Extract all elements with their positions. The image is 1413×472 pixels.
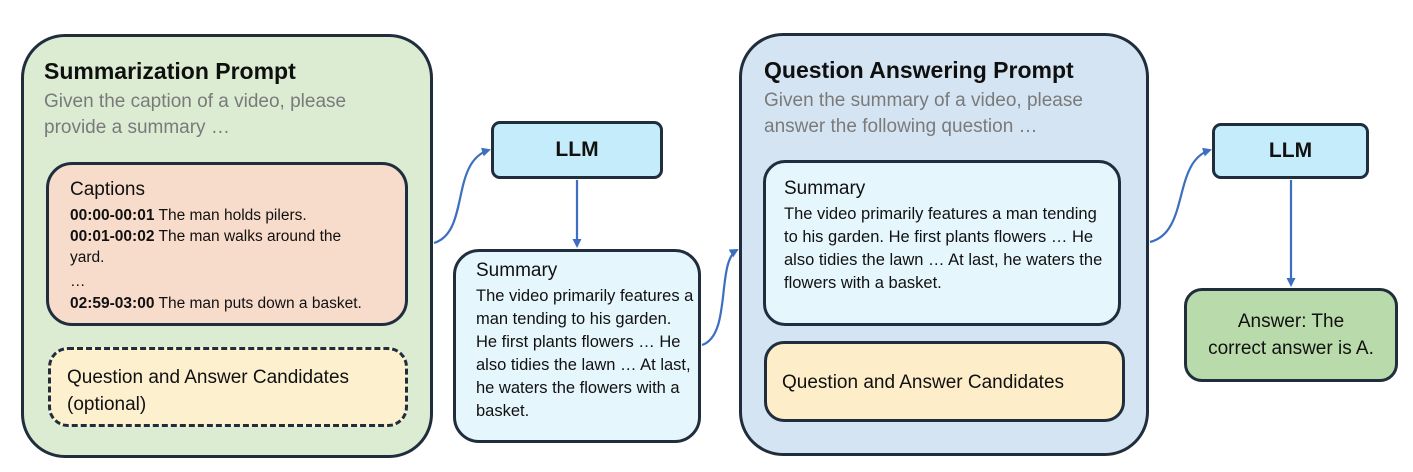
- qa-candidates-optional-box: Question and Answer Candidates (optional…: [48, 347, 408, 427]
- caption-text: The man puts down a basket.: [154, 295, 362, 312]
- qa-prompt-subtitle: Given the summary of a video, please ans…: [764, 90, 1083, 137]
- llm-box-1: LLM: [491, 121, 663, 179]
- caption-line: 00:00-00:01 The man holds pilers.: [70, 205, 370, 226]
- qa-candidates-optional-label: Question and Answer Candidates (optional…: [67, 367, 350, 415]
- captions-box: Captions 00:00-00:01 The man holds piler…: [46, 162, 408, 326]
- caption-ellipsis: …: [70, 271, 370, 292]
- caption-line: 02:59-03:00 The man puts down a basket.: [70, 293, 400, 314]
- qa-summary-box: Summary The video primarily features a m…: [763, 160, 1121, 326]
- summary-output-header: Summary: [476, 260, 558, 281]
- llm-label-1: LLM: [555, 138, 599, 161]
- qa-candidates-box: Question and Answer Candidates: [764, 341, 1125, 422]
- qa-summary-header: Summary: [784, 178, 866, 199]
- caption-time: 02:59-03:00: [70, 295, 155, 312]
- answer-text: Answer: The correct answer is A.: [1208, 311, 1374, 359]
- summarization-prompt-subtitle: Given the caption of a video, please pro…: [44, 91, 347, 138]
- caption-text: The man holds pilers.: [154, 207, 307, 224]
- summary-output-body: The video primarily features a man tendi…: [476, 287, 694, 420]
- caption-time: 00:01-00:02: [70, 228, 155, 245]
- answer-box: Answer: The correct answer is A.: [1184, 288, 1398, 382]
- caption-line: yard.: [70, 247, 370, 268]
- caption-line: 00:01-00:02 The man walks around the: [70, 226, 370, 247]
- qa-candidates-label: Question and Answer Candidates: [782, 372, 1065, 393]
- caption-time: 00:00-00:01: [70, 207, 155, 224]
- summary-output-box: Summary The video primarily features a m…: [453, 249, 701, 443]
- captions-header: Captions: [70, 179, 145, 200]
- qa-summary-body: The video primarily features a man tendi…: [784, 205, 1103, 292]
- llm-box-2: LLM: [1212, 123, 1369, 179]
- llm-label-2: LLM: [1268, 139, 1313, 162]
- arrow-summary-to-qa-prompt: [701, 249, 739, 347]
- caption-text: …: [70, 273, 86, 290]
- arrow-summarization-to-llm: [433, 147, 491, 245]
- caption-text: The man walks around the: [154, 228, 342, 245]
- qa-prompt-title: Question Answering Prompt: [764, 57, 1074, 83]
- caption-text: yard.: [70, 249, 105, 266]
- arrow-qa-prompt-to-llm: [1149, 147, 1212, 244]
- summarization-prompt-title: Summarization Prompt: [44, 58, 296, 84]
